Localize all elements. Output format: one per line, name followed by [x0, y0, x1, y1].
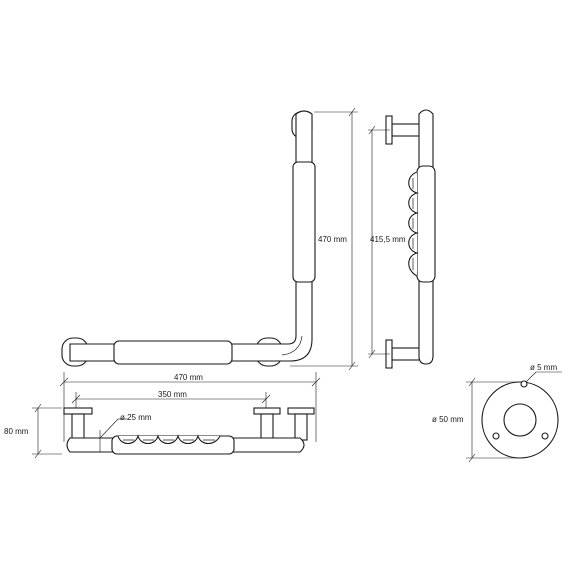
front-l-tube — [69, 110, 313, 362]
top-right-stem — [294, 413, 308, 441]
screw-hole-left — [492, 432, 500, 440]
label-width-total: 470 mm — [174, 373, 203, 382]
label-tube-diameter: ø 25 mm — [120, 413, 152, 422]
label-depth: 80 mm — [4, 427, 29, 436]
front-view — [61, 110, 316, 367]
top-mid-stem — [260, 413, 274, 441]
dim-screw-diameter — [525, 371, 562, 383]
front-bend-line — [281, 335, 303, 356]
rosette-detail — [481, 380, 559, 459]
side-grip-body — [416, 165, 436, 283]
top-view — [63, 407, 315, 455]
label-width-mount: 350 mm — [158, 390, 187, 399]
top-left-plate — [63, 407, 93, 415]
dim-height-side — [368, 125, 390, 359]
dim-height-front — [290, 107, 358, 371]
side-top-arm — [391, 123, 423, 137]
screw-hole-top — [520, 380, 528, 388]
dim-tube-diameter — [99, 418, 128, 452]
top-right-plate — [287, 407, 315, 415]
dim-width-total — [59, 372, 321, 442]
label-height-side: 415,5 mm — [370, 235, 406, 244]
label-screw-diameter: ø 5 mm — [530, 363, 557, 372]
rosette-inner — [503, 403, 537, 437]
label-height-front: 470 mm — [318, 235, 347, 244]
label-rosette-diameter: ø 50 mm — [432, 415, 464, 424]
top-left-stem — [71, 413, 85, 441]
screw-hole-right — [541, 432, 549, 440]
front-horizontal-grip — [113, 340, 233, 365]
dim-rosette-diameter — [466, 377, 520, 463]
dim-depth — [32, 403, 62, 459]
dim-width-mount — [71, 392, 271, 408]
side-bottom-arm — [391, 347, 423, 361]
top-mid-plate — [253, 407, 281, 415]
front-vertical-grip — [292, 161, 316, 283]
